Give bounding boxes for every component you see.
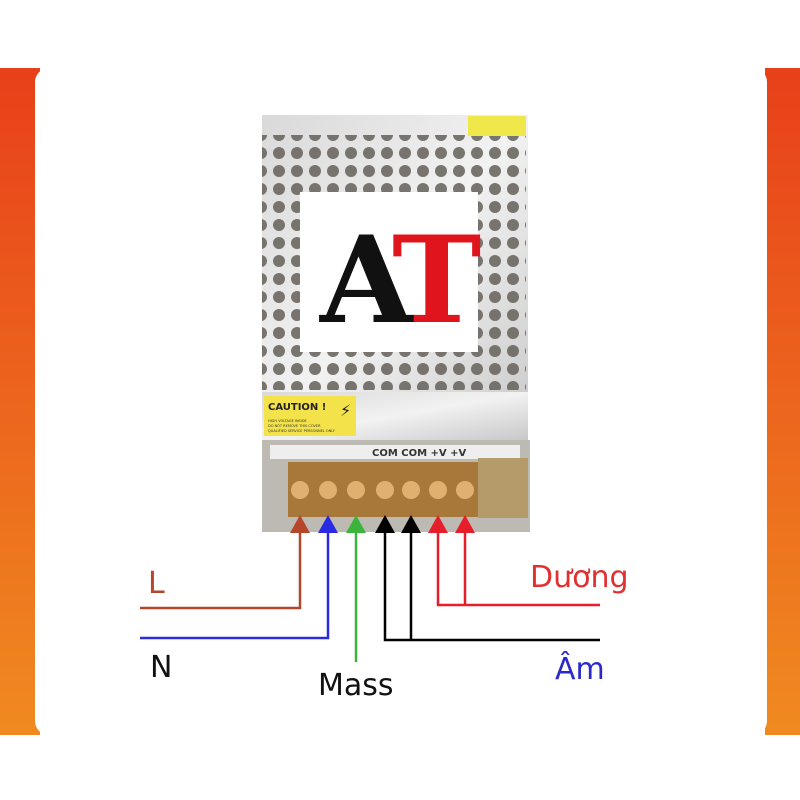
frame-left [0,68,40,735]
frame-right [765,68,800,735]
wire-arrow [290,515,310,533]
label-positive: Dương [530,560,629,595]
svg-text:⚡: ⚡ [340,401,351,420]
terminal-screw [319,481,337,499]
logo-box [300,192,478,352]
logo-a: A [319,210,415,351]
wire-arrow [455,515,475,533]
wire-arrow [375,515,395,533]
svg-text:HIGH VOLTAGE INSIDE: HIGH VOLTAGE INSIDE [268,419,307,423]
terminal-screw [429,481,447,499]
label-N: N [150,650,173,685]
terminal-screw [456,481,474,499]
svg-text:QUALIFIED SERVICE PERSONNEL ON: QUALIFIED SERVICE PERSONNEL ONLY [268,429,336,433]
terminal-screw [347,481,365,499]
wire-arrow [318,515,338,533]
label-L: L [148,566,165,601]
svg-text:CAUTION !: CAUTION ! [268,402,326,413]
svg-text:COM COM +V +V: COM COM +V +V [372,448,467,459]
wire [140,530,302,610]
label-mass: Mass [318,668,394,703]
terminal-screw [291,481,309,499]
wire [140,530,330,640]
wire-arrow [346,515,366,533]
label-negative: Âm [555,652,605,687]
wire [436,530,600,607]
terminal-screw [376,481,394,499]
wire-arrow [401,515,421,533]
terminal-screw [402,481,420,499]
logo-t: T [392,210,481,351]
caution-label [264,396,356,436]
wire-arrow [428,515,448,533]
svg-text:DO NOT REMOVE THIS COVER: DO NOT REMOVE THIS COVER [268,424,321,428]
date-sticker [468,116,526,136]
wire [383,530,600,642]
